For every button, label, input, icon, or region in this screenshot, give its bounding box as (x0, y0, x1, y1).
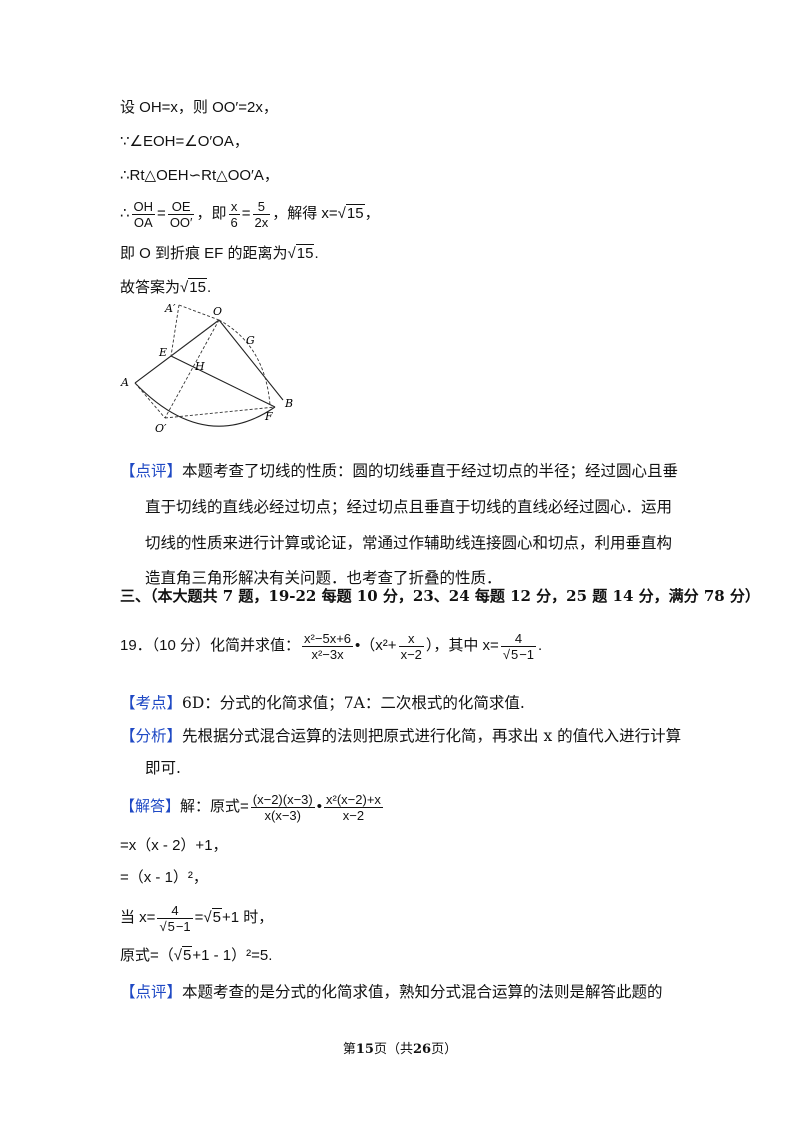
segment-oo1 (164, 319, 220, 419)
segment-ao1 (134, 382, 166, 419)
label-a1: A′ (164, 302, 176, 315)
comment-1-line-4: 造直角三角形解决有关问题．也考查了折叠的性质． (145, 569, 502, 587)
label-o1: O′ (155, 422, 167, 435)
segment-ef (170, 355, 276, 408)
segment-a1o (178, 304, 220, 321)
arc-af (134, 382, 276, 427)
jieda-step-3: 当 x=4√5−1=√5+1 时， (120, 902, 274, 934)
jieda-step-2: =（x - 1）²， (120, 869, 208, 886)
label-a: A (120, 376, 129, 389)
solution-line-1: 设 OH=x，则 OO′=2x， (120, 99, 278, 116)
solution-line-6: 故答案为√15. (120, 278, 212, 296)
comment-2: 【点评】本题考查的是分式的化简求值，熟知分式混合运算的法则是解答此题的 (120, 983, 663, 1001)
segment-eo (170, 319, 220, 357)
jieda-step-1: =x（x - 2）+1， (120, 837, 228, 854)
jieda-fraction-1: (x−2)(x−3)x(x−3) (250, 791, 315, 823)
fenxi-line-2: 即可. (145, 759, 181, 777)
arc-og (218, 319, 271, 406)
geometry-figure: A′ O G E H A B O′ F (120, 302, 293, 435)
solution-line-3: ∴Rt△OEH∽Rt△OO′A， (120, 167, 279, 184)
label-f: F (264, 410, 273, 423)
label-e: E (158, 346, 167, 359)
segment-ob (218, 319, 284, 401)
segment-o1f (164, 406, 276, 419)
section-header: 三、（本大题共 7 题，19-22 每题 10 分，23、24 每题 12 分，… (120, 587, 760, 605)
kaodian: 【考点】6D：分式的化简求值；7A：二次根式的化简求值. (120, 694, 525, 712)
label-h: H (194, 360, 205, 373)
comment-1-line-3: 切线的性质来进行计算或论证，常通过作辅助线连接圆心和切点，利用垂直构 (145, 534, 673, 552)
solution-line-5: 即 O 到折痕 EF 的距离为√15. (120, 244, 319, 262)
jieda-step-4: 原式=（√5+1 - 1）²=5. (120, 946, 273, 964)
sqrt-15: 15 (345, 204, 365, 222)
comment-1-line-2: 直于切线的直线必经过切点；经过切点且垂直于切线的直线必经过圆心．运用 (145, 498, 673, 516)
fenxi-line-1: 【分析】先根据分式混合运算的法则把原式进行化简，再求出 x 的值代入进行计算 (120, 727, 682, 745)
q19-fraction-3: 4√5−1 (500, 630, 537, 662)
label-g: G (246, 334, 255, 347)
solution-line-2: ∵∠EOH=∠O′OA， (120, 133, 249, 150)
comment-1-line-1: 【点评】本题考查了切线的性质：圆的切线垂直于经过切点的半径；经过圆心且垂 (120, 462, 679, 480)
label-b: B (284, 397, 293, 410)
page-footer: 第15页（共26页） (342, 1042, 458, 1057)
label-o: O (213, 305, 222, 318)
segment-a1e (170, 304, 180, 357)
